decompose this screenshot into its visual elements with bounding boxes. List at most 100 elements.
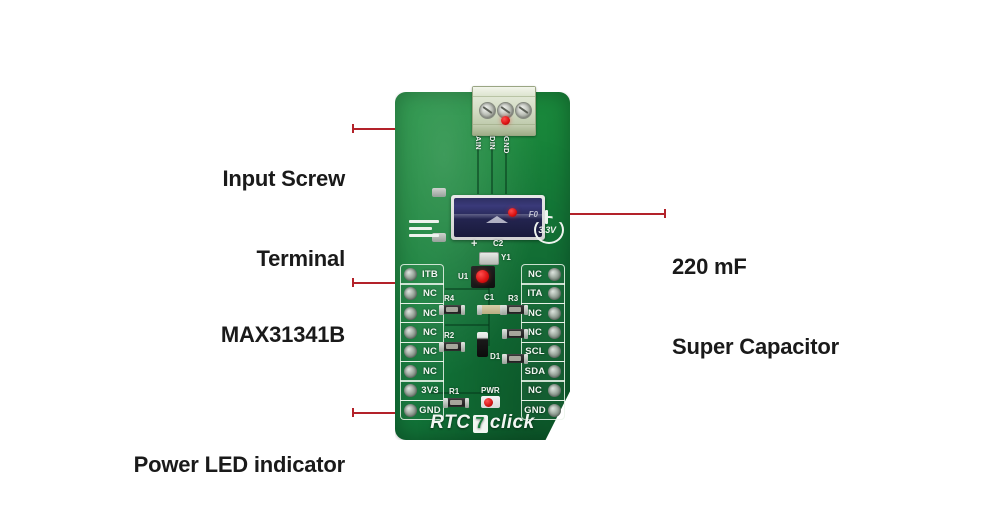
mikroe-logo-icon [409, 220, 439, 241]
capacitor-marking: F0 [528, 210, 538, 219]
pcb-trace [445, 288, 489, 290]
leader-cap-max31341b [352, 278, 354, 287]
pad-label: ITA [527, 288, 543, 300]
pad-right-6[interactable]: SDA [521, 361, 565, 382]
capacitor-polarity-arrow [485, 215, 508, 223]
pad-hole-icon [548, 326, 561, 340]
pad-hole-icon [548, 364, 561, 378]
silkscreen-c1: C1 [484, 293, 495, 302]
pad-right-1[interactable]: NC [521, 264, 565, 285]
brand-prefix: RTC [430, 412, 471, 433]
annotation-max31341b: MAX31341B [20, 268, 345, 402]
pcb-trace [488, 288, 490, 346]
pad-right-7[interactable]: NC [521, 380, 565, 402]
pcb-trace [477, 132, 479, 194]
pad-hole-icon [404, 267, 417, 281]
right-pin-header: NC ITA NC NC SCL SDA NC GND [521, 264, 565, 421]
pad-left-1[interactable]: ITB [400, 264, 444, 285]
pad-label: SDA [524, 365, 546, 377]
screenshot-canvas: Input Screw Terminal MAX31341B Power LED… [0, 0, 1000, 500]
diode-d1 [477, 332, 488, 357]
power-led-indicator [481, 396, 500, 408]
input-screw-terminal[interactable] [472, 86, 536, 136]
pad-left-6[interactable]: NC [400, 361, 444, 382]
pad-label: NC [422, 307, 438, 319]
pad-label: NC [422, 288, 438, 300]
resistor-r1 [443, 397, 469, 408]
annotation-super-capacitor-line1: 220 mF [672, 253, 747, 279]
left-pin-header: ITB NC NC NC NC NC 3V3 GND [400, 264, 444, 421]
pcb-trace [431, 392, 493, 394]
leader-line-super-capacitor [513, 213, 665, 215]
pad-left-3[interactable]: NC [400, 302, 444, 324]
terminal-bottom-rail [473, 124, 535, 135]
pad-hole-icon [548, 345, 561, 359]
silkscreen-y1: Y1 [501, 253, 511, 262]
terminal-screw-ain[interactable] [479, 102, 496, 119]
highlight-dot-terminal [501, 116, 510, 125]
pad-right-8[interactable]: GND [521, 399, 565, 421]
annotation-super-capacitor: 220 mF Super Capacitor [672, 200, 972, 415]
silkscreen-c2: C2 [493, 239, 504, 248]
capacitor-tab-top [432, 188, 446, 197]
led-die-icon [484, 398, 493, 407]
super-capacitor: F0 [451, 195, 545, 240]
brand-number: 7 [472, 415, 488, 433]
power-ring [534, 216, 564, 244]
pcb-trace [505, 132, 507, 194]
pad-left-4[interactable]: NC [400, 322, 444, 343]
pcb-trace [491, 132, 493, 194]
pad-label: NC [527, 327, 543, 339]
pad-hole-icon [404, 287, 417, 301]
pad-hole-icon [548, 267, 561, 281]
resistor-r3b [502, 328, 528, 339]
crystal-y1 [479, 252, 499, 265]
pad-hole-icon [548, 287, 561, 301]
terminal-label-ain: AIN [474, 136, 483, 151]
pad-label: NC [422, 365, 438, 377]
pad-left-2[interactable]: NC [400, 283, 444, 304]
power-3v3-icon: 3.3V [531, 210, 564, 244]
silkscreen-d1: D1 [490, 352, 501, 361]
power-bar [545, 210, 549, 224]
silkscreen-r4: R4 [444, 294, 455, 303]
pad-left-8[interactable]: GND [400, 399, 444, 421]
annotation-input-screw-terminal: Input Screw Terminal [20, 112, 346, 327]
pad-label: 3V3 [421, 385, 439, 397]
annotation-super-capacitor-line2: Super Capacitor [672, 334, 839, 360]
resistor-r3c [502, 353, 528, 364]
power-voltage-label: 3.3V [538, 225, 556, 235]
terminal-screw-gnd[interactable] [515, 102, 532, 119]
pad-right-2[interactable]: ITA [521, 283, 565, 304]
resistor-r2 [439, 341, 465, 352]
pad-label: GND [524, 404, 546, 416]
annotation-input-screw-terminal-line2: Terminal [256, 246, 346, 272]
pad-left-7[interactable]: 3V3 [400, 380, 444, 402]
terminal-label-din: DIN [488, 136, 497, 151]
leader-cap-super-capacitor [664, 209, 666, 218]
capacitor-c1 [477, 304, 505, 315]
pad-hole-icon [548, 306, 561, 320]
pad-hole-icon [404, 384, 417, 398]
pad-hole-icon [548, 403, 561, 417]
pad-hole-icon [404, 345, 417, 359]
leader-cap-input-screw-terminal [352, 124, 354, 133]
silkscreen-r3: R3 [508, 294, 519, 303]
highlight-dot-capacitor [508, 208, 517, 217]
silkscreen-u1: U1 [458, 272, 469, 281]
terminal-label-gnd: GND [502, 136, 511, 154]
brand-suffix: click [489, 412, 535, 433]
highlight-dot-u1 [476, 270, 489, 283]
pad-label: NC [527, 268, 543, 280]
annotation-power-led-indicator-line1: Power LED indicator [133, 451, 346, 477]
annotation-max31341b-line1: MAX31341B [220, 321, 345, 347]
pad-hole-icon [404, 306, 417, 320]
resistor-r4 [439, 304, 465, 315]
annotation-power-led-indicator: Power LED indicator [20, 398, 346, 532]
pad-left-5[interactable]: NC [400, 341, 444, 363]
pad-hole-icon [404, 364, 417, 378]
pad-label: GND [419, 404, 441, 416]
capacitor-body: F0 [454, 198, 542, 237]
silkscreen-pwr: PWR [481, 386, 500, 395]
